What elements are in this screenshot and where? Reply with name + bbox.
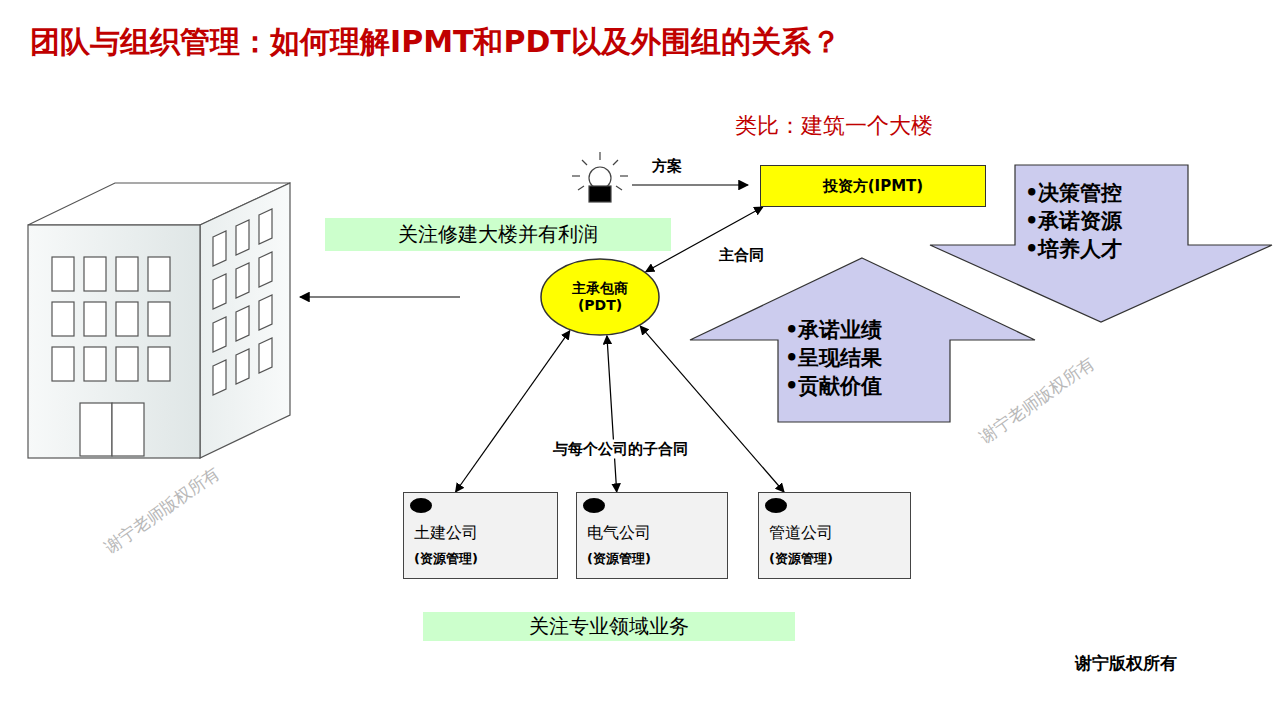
node-text: (资源管理) [587,550,719,568]
arrow-label: 方案 [652,157,682,176]
node-text: (资源管理) [769,550,902,568]
bullet-dot [410,498,432,513]
node-text: •呈现结果 [785,344,882,372]
plan-arrow [632,184,748,185]
company-box: 管道公司 (资源管理) [758,492,911,579]
node-text: •贡献价值 [785,372,882,400]
watermark: 谢宁老师版权所有 [100,462,225,559]
focus-band: 关注修建大楼并有利润 [325,218,671,251]
node-text: •决策管控 [1025,179,1122,207]
node-text: 关注专业领域业务 [529,613,689,640]
watermark: 谢宁老师版权所有 [975,352,1100,449]
edge-label: 与每个公司的子合同 [550,440,691,459]
bullet-dot [765,498,787,513]
bullet-list: •决策管控•承诺资源•培养人才 [1025,179,1122,263]
build-arrow [300,296,460,297]
contract-connector [640,326,784,492]
lightbulb [572,152,628,202]
company-box: 土建公司 (资源管理) [403,492,558,579]
contractor-ellipse: 主承包商 (PDT) [540,258,660,336]
node-text: 管道公司 [769,523,902,544]
page-title: 团队与组织管理：如何理解IPMT和PDT以及外围组的关系？ [30,22,841,63]
node-text: •承诺资源 [1025,207,1122,235]
up-arrow-panel: •承诺业绩•呈现结果•贡献价值 [690,258,1035,422]
bullet-list: •承诺业绩•呈现结果•贡献价值 [785,316,882,400]
node-text: (资源管理) [414,550,549,568]
copyright-note: 谢宁版权所有 [1075,652,1177,675]
node-text: 投资方(IPMT) [823,177,923,196]
contract-connector [456,331,570,492]
window [52,209,272,456]
node-text: 关注修建大楼并有利润 [398,221,598,248]
node-text: 主承包商 (PDT) [564,280,636,315]
analogy-note: 类比：建筑一个大楼 [735,111,933,141]
edge-label: 主合同 [716,246,767,265]
node-text: 土建公司 [414,523,549,544]
focus-band: 关注专业领域业务 [423,612,795,641]
company-box: 电气公司 (资源管理) [576,492,728,579]
building [28,183,290,458]
investor-box: 投资方(IPMT) [760,165,986,207]
node-text: 电气公司 [587,523,719,544]
node-text: •培养人才 [1025,235,1122,263]
bullet-dot [583,498,605,513]
node-text: •承诺业绩 [785,316,882,344]
down-arrow-panel: •决策管控•承诺资源•培养人才 [930,165,1272,322]
contract-connector [607,336,617,492]
